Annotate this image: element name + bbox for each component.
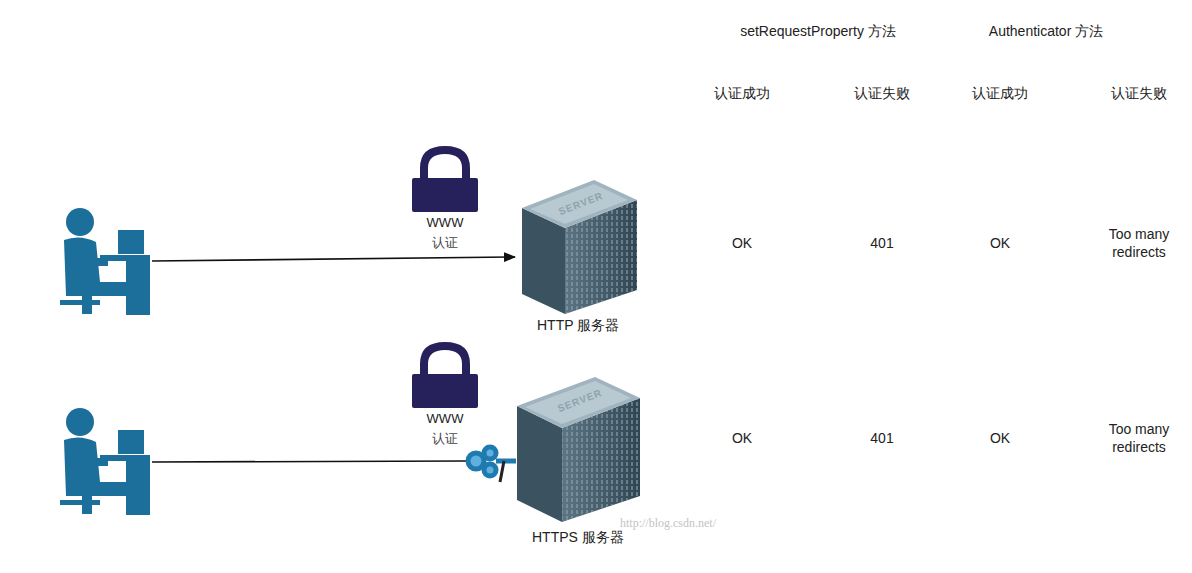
lock-caption: 认证 bbox=[432, 430, 458, 448]
server-label: HTTP 服务器 bbox=[535, 317, 621, 333]
request-line bbox=[152, 461, 466, 462]
table-cell: OK bbox=[990, 429, 1010, 447]
subheader: 认证成功 bbox=[714, 84, 770, 102]
user-icon bbox=[60, 208, 150, 315]
key-icon bbox=[468, 447, 516, 482]
table-cell: OK bbox=[732, 234, 752, 252]
table-cell: OK bbox=[990, 234, 1010, 252]
lock-caption: 认证 bbox=[432, 234, 458, 252]
subheader: 认证成功 bbox=[972, 84, 1028, 102]
column-header: Authenticator 方法 bbox=[989, 22, 1103, 40]
table-cell: Too many redirects bbox=[1099, 225, 1179, 261]
server-icon bbox=[517, 377, 640, 522]
lock-icon bbox=[412, 346, 478, 408]
table-cell: 401 bbox=[870, 429, 893, 447]
server-node: HTTP 服务器 bbox=[535, 316, 621, 334]
table-cell: 401 bbox=[870, 234, 893, 252]
lock-icon bbox=[412, 150, 478, 212]
table-cell: Too many redirects bbox=[1099, 420, 1179, 456]
subheader: 认证失败 bbox=[854, 84, 910, 102]
user-icon bbox=[60, 408, 150, 515]
column-header: setRequestProperty 方法 bbox=[740, 22, 896, 40]
server-label: HTTPS 服务器 bbox=[530, 529, 626, 545]
server-node: HTTPS 服务器 bbox=[530, 528, 626, 546]
lock-caption: WWW bbox=[427, 214, 464, 232]
watermark: http://blog.csdn.net/ bbox=[620, 514, 716, 532]
lock-caption: WWW bbox=[427, 410, 464, 428]
subheader: 认证失败 bbox=[1111, 84, 1167, 102]
table-cell: OK bbox=[732, 429, 752, 447]
request-arrow bbox=[152, 257, 515, 261]
server-icon bbox=[522, 180, 637, 314]
